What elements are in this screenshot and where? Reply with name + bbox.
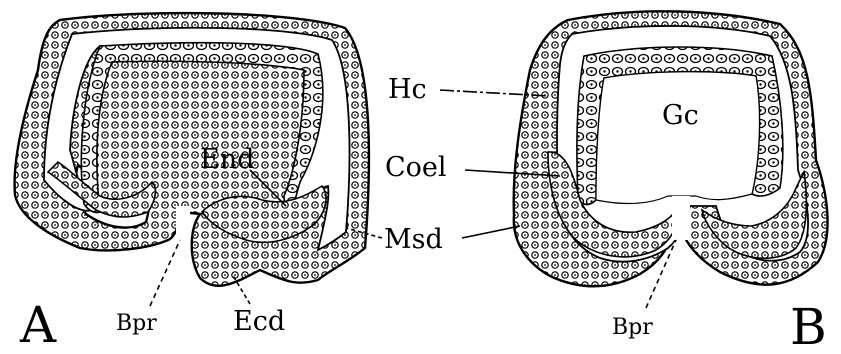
panel-a-blastopore [176,206,190,244]
panel-letter-a: A [19,296,57,354]
panel-b-gut-cavity [596,72,759,204]
label-bpr-a: Bpr [116,311,157,336]
panel-b-section [514,11,828,286]
label-msd: Msd [384,224,443,255]
leader-bpr-a [150,240,180,306]
panel-a-section [15,13,369,286]
label-coel: Coel [385,152,447,183]
panel-letter-b: B [790,298,827,354]
label-hc: Hc [388,74,427,105]
label-bpr-b: Bpr [612,315,653,340]
panel-b-blastopore [672,196,690,240]
leader-msd-b [462,226,520,238]
label-ecd: Ecd [233,306,285,337]
label-gc: Gc [662,100,699,131]
label-end: End [200,144,254,175]
